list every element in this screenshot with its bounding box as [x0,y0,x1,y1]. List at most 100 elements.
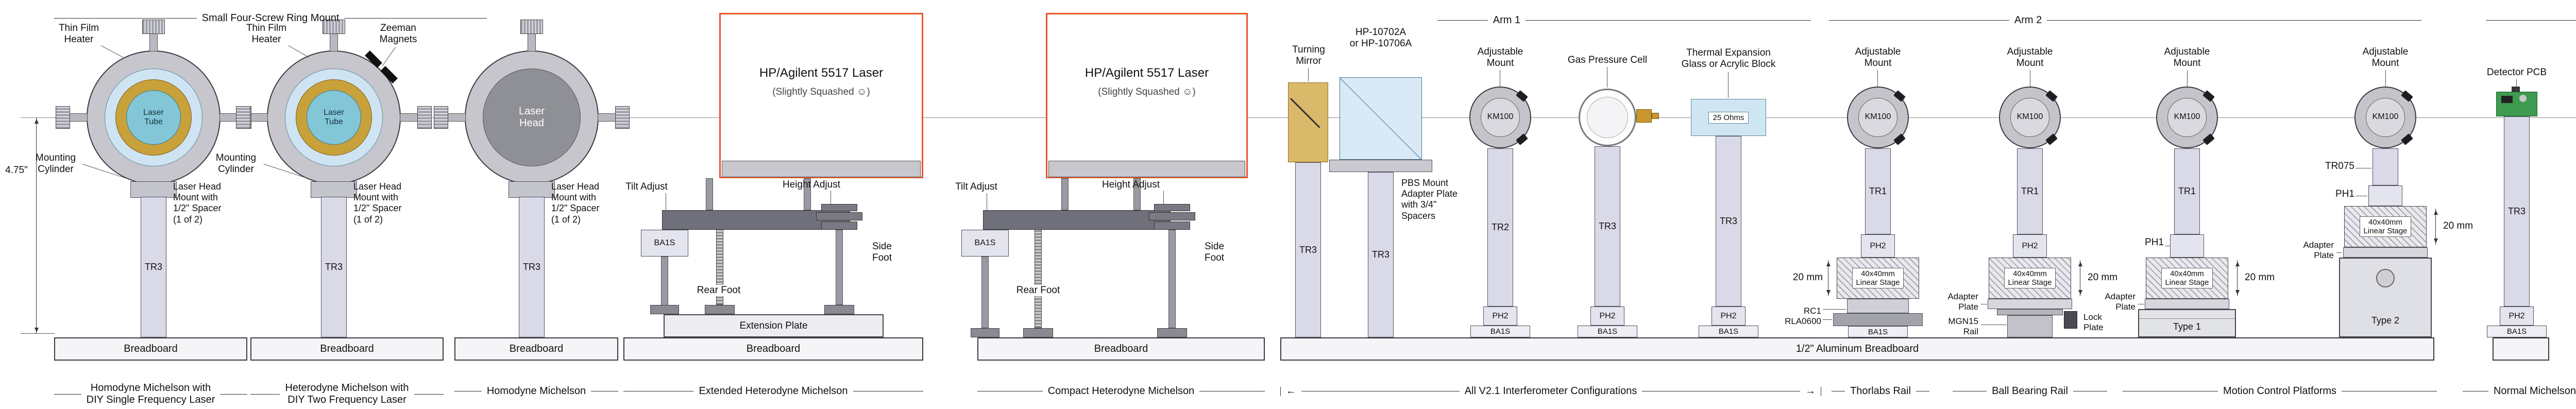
hp-laser-outline: HP/Agilent 5517 Laser (Slightly Squashed… [1046,13,1248,178]
label-line: MGN15 [1948,316,1978,326]
label-line: Mount [2173,58,2201,69]
label-line: Mount with [551,192,597,203]
label-line: Thin Film [246,23,287,33]
base-ba1s: BA1S [1470,326,1530,337]
screw-knob-left [434,106,448,129]
linear-stage-label: 40x40mm Linear Stage [2360,216,2411,237]
label-line: Thermal Expansion [1686,47,1771,58]
post-tr1: TR1 [2174,148,2200,234]
linear-stage-label: 40x40mm Linear Stage [2161,267,2213,289]
base-ba1s: BA1S [2487,326,2547,337]
label-line: 40x40mm [2170,269,2204,278]
main-breadboard: 1/2" Aluminum Breadboard [1280,337,2434,361]
laser-baseplate [1048,161,1245,177]
caption-motion-platforms: Motion Control Platforms [2123,385,2437,397]
label-line: Plate [1958,302,1978,312]
screw-stem-top [149,33,158,52]
leader-line [1823,319,1832,320]
label-line: Adjustable [2362,46,2409,57]
linear-stage: 40x40mm Linear Stage [1989,258,2071,299]
screw-stem-right [219,113,238,122]
hp-laser-outline: HP/Agilent 5517 Laser (Slightly Squashed… [719,13,923,178]
post-tr1: TR1 [1865,148,1891,234]
label-turning-mirror: Turning Mirror [1287,44,1330,67]
label-line: Laser [143,108,164,117]
label-height-adjust: Height Adjust [783,179,840,190]
caption-diy-single: Homodyne Michelson with DIY Single Frequ… [54,382,248,406]
screw-knob-left [56,106,70,129]
post-tr3: TR3 [1716,136,1741,306]
post-tr075 [2372,148,2398,185]
label-adapter-plate: Adapter Plate [1924,292,1978,312]
bracket-arm2: Arm 2 [1829,14,2421,26]
label-line: Cylinder [218,164,254,175]
km100-mirror [2366,98,2405,137]
label-line: Mount [1864,58,1892,69]
caption-text: Ball Bearing Rail [1992,385,2068,397]
label-lock-plate: Lock Plate [2083,312,2125,333]
base-ba1s: BA1S [1578,326,1637,337]
label-thin-film-heater: Thin Film Heater [238,23,295,46]
post-tr3: TR3 [141,197,166,337]
leader-line [2336,252,2342,253]
caption-text: Motion Control Platforms [2223,385,2337,397]
label-line: Glass or Acrylic Block [1681,59,1776,70]
label-line: Mount [2016,58,2044,69]
linear-stage: 40x40mm Linear Stage [2344,206,2427,247]
platform-type2-label: Type 2 [2371,315,2400,326]
ring-mount: Laser Tube [236,20,432,184]
caption-text: All V2.1 Interferometer Configurations [1464,385,1637,397]
gas-fitting-stem [1652,113,1659,119]
screw-stem-right [400,113,418,122]
label-line: RC1 [1803,306,1821,316]
dimension-label-20mm: 20 mm [2088,272,2118,283]
label-line: Mirror [1296,56,1321,67]
label-ph1: PH1 [2335,189,2354,199]
bracket-label: Small Four-Screw Ring Mount [201,12,340,24]
rail-carrier-rc1 [1847,299,1909,313]
label-line: Adjustable [1477,46,1523,57]
km100-label: KM100 [2016,112,2043,121]
ring-mount: Laser Tube [56,20,251,184]
gas-fitting [1636,109,1652,123]
label-adjustable-mount: Adjustable Mount [2159,46,2215,70]
foot-pad [824,305,854,314]
bracket-line [1526,20,1811,21]
mgn15-rail-flange [1997,309,2063,315]
label-line: 1/2" Spacer [353,203,402,214]
post-tr1: TR1 [2017,148,2043,234]
label-laser-head-mount: Laser Head Mount with 1/2" Spacer (1 of … [353,181,431,225]
adapter-plate [1988,299,2072,309]
platform-type1-label: Type 1 [2173,321,2201,332]
laser-head-mount-collar [311,181,357,198]
label-line: Magnets [379,34,417,45]
label-line: Adapter [2303,240,2334,250]
label-line: Linear Stage [2363,227,2408,235]
caption-text: Homodyne Michelson [486,385,586,397]
label-line: 40x40mm [2013,269,2047,278]
laser-head-mount-collar [130,181,177,198]
label-laser-head-mount: Laser Head Mount with 1/2" Spacer (1 of … [551,181,629,225]
extension-plate: Extension Plate [664,314,884,337]
breadboard-small [2493,337,2549,361]
label-pbs-mount: PBS Mount Adapter Plate with 3/4" Spacer… [1401,178,1484,221]
label-line: Tube [325,117,343,126]
foot-pad [1023,328,1053,337]
resistor-label: 25 Ohms [1708,111,1749,124]
label-line: Side [1204,241,1225,252]
foot-rod [981,257,989,328]
caption-diy-two-freq: Heterodyne Michelson with DIY Two Freque… [250,382,444,406]
label-line: Laser [323,108,345,117]
pbs-cube [1340,77,1422,160]
bracket-line [220,394,248,395]
dimension-label-20mm: 20 mm [1792,272,1823,283]
label-line: PBS Mount [1401,178,1449,188]
label-line: Linear Stage [2165,278,2209,287]
label-rear-foot: Rear Foot [680,285,757,297]
label-line: Homodyne Michelson with [90,382,211,394]
label-line: Mount [2371,58,2399,69]
support-rod [1061,178,1069,210]
laser-tube-face: Laser Tube [126,90,181,145]
adapter-plate [2145,299,2229,309]
